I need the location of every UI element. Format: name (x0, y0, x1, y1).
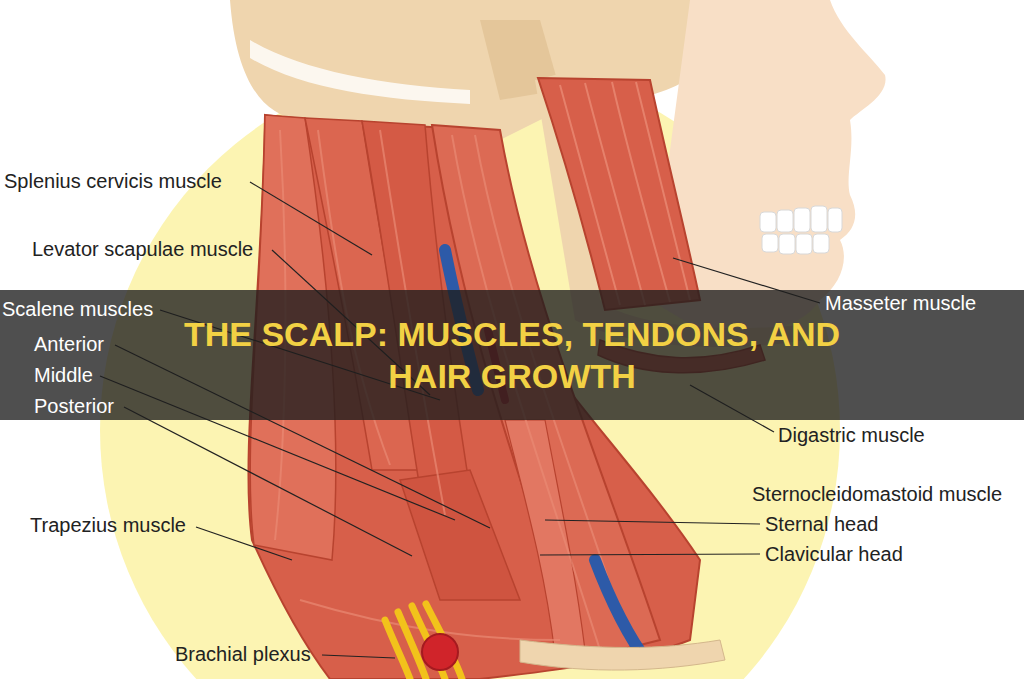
part-label: Trapezius muscle (30, 514, 186, 537)
subclavian-artery (422, 634, 458, 670)
part-label: Splenius cervicis muscle (4, 170, 222, 193)
part-label: Brachial plexus (175, 643, 311, 666)
banner-title: THE SCALP: MUSCLES, TENDONS, AND HAIR GR… (182, 300, 842, 410)
part-label: Sternal head (765, 513, 878, 536)
part-label: Digastric muscle (778, 424, 925, 447)
muscle-fibres (560, 82, 690, 305)
part-label: Anterior (34, 333, 104, 356)
teeth (760, 206, 842, 254)
part-label: Masseter muscle (825, 292, 976, 315)
part-label: Levator scapulae muscle (32, 238, 253, 261)
bone-highlight (250, 40, 470, 104)
part-label: Middle (34, 364, 93, 387)
scalenes (400, 470, 520, 600)
part-label: Scalene muscles (2, 298, 153, 321)
part-label: Posterior (34, 395, 114, 418)
part-label: Clavicular head (765, 543, 903, 566)
brachial-plexus (385, 604, 462, 679)
scm-head (505, 420, 585, 655)
masseter (538, 78, 700, 310)
part-label: Sternocleidomastoid muscle (752, 483, 1002, 506)
clavicle (520, 640, 725, 670)
